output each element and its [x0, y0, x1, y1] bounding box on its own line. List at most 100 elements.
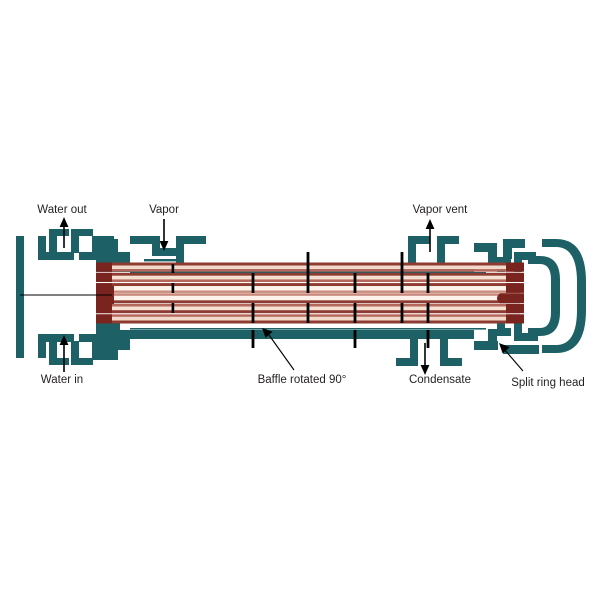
- baffle-b2-shell: [353, 330, 357, 348]
- shell-flange-left-bottom: [118, 330, 130, 350]
- cond-nozzle-flange-left: [396, 358, 418, 366]
- shell-end-flange-top-c: [503, 239, 525, 248]
- tube-4-wall-bottom: [96, 300, 520, 304]
- vapor-nozzle-flange-right: [176, 236, 206, 244]
- label-water-out: Water out: [37, 204, 87, 216]
- tube-1-cap-left: [96, 262, 112, 272]
- leader-lines: [262, 328, 524, 372]
- baffle-t2-c: [306, 303, 310, 313]
- cond-nozzle-wall-left: [410, 339, 418, 365]
- channel-cover-plate: [16, 236, 24, 358]
- shell-end-flange-top-b: [488, 243, 497, 265]
- baffle-b1-c: [251, 303, 255, 313]
- shell-end-flange-top-a: [474, 243, 496, 252]
- baffle-t3-c: [400, 303, 404, 313]
- tubesheet-flange-bot-c: [106, 338, 114, 360]
- shell-end-flange-top-d: [503, 239, 512, 259]
- baffle-t3-b: [400, 283, 404, 293]
- split-ring-bot-d: [514, 333, 538, 341]
- flow-arrows: [59, 217, 435, 375]
- nozzle-water-in-right-wall: [71, 341, 79, 365]
- impingement-plate: [144, 259, 184, 262]
- tube-6-cap-right: [506, 314, 524, 324]
- vapor-nozzle-flange-left: [130, 236, 160, 244]
- tube-2-cap-right: [506, 272, 524, 282]
- baffle-t1-upper: [171, 264, 175, 273]
- tubesheet-flange-bot-a: [92, 338, 100, 360]
- tube-2-cap-left: [96, 272, 112, 282]
- tube-5-cap-left: [96, 304, 112, 314]
- label-vapor: Vapor: [149, 204, 179, 216]
- split-ring-bot-c: [514, 321, 522, 341]
- tube-4-bore: [96, 295, 520, 301]
- split-ring-top-d: [514, 252, 536, 260]
- tube-3-cap-right: [506, 283, 524, 293]
- baffle-b1-d: [251, 313, 255, 323]
- baffle-t2-a: [306, 273, 310, 283]
- baffle-t2-d: [306, 313, 310, 323]
- vent-nozzle-flange-right: [437, 236, 459, 244]
- baffle-b2-d: [353, 313, 357, 323]
- vent-nozzle-wall-right: [437, 236, 445, 264]
- baffle-b3-b: [426, 283, 430, 293]
- baffle-t1-low: [171, 303, 175, 313]
- baffle-t2-shell: [306, 252, 310, 273]
- baffle-b1-shell: [251, 330, 255, 348]
- baffle-t1-mid: [171, 283, 175, 293]
- tube-5-cap-right: [506, 304, 524, 314]
- vapor-arrow-head: [159, 241, 169, 251]
- label-baffle: Baffle rotated 90°: [258, 374, 347, 386]
- shell-end-flange-bot-c: [503, 345, 539, 354]
- shell-inner-line-bottom: [130, 328, 486, 330]
- split-ring-leader-head: [499, 343, 510, 354]
- baffle-b3-d: [426, 313, 430, 323]
- baffle-b3-shell: [426, 330, 430, 348]
- nozzle-water-in-flange-r: [71, 358, 93, 365]
- baffle-t3-d: [400, 313, 404, 323]
- label-vapor-vent: Vapor vent: [413, 204, 469, 216]
- baffle-leader-head: [262, 328, 273, 338]
- tube-4-return-bend-right: [497, 293, 524, 304]
- vapor-nozzle-saddle-left: [152, 248, 178, 256]
- vapor-nozzle-wall-left: [152, 236, 160, 256]
- tube-4-wall-top: [96, 293, 520, 296]
- tube-1-cap-right: [506, 262, 524, 272]
- baffle-t3-shell: [400, 252, 404, 273]
- nozzle-water-in-left-wall: [49, 341, 57, 365]
- split-ring-head-outer: [542, 239, 586, 353]
- tubesheet-flange-bot-b: [92, 352, 114, 360]
- vent-nozzle-wall-left: [408, 236, 416, 264]
- label-split-ring-head: Split ring head: [511, 377, 585, 389]
- tube-6-cap-left: [96, 314, 112, 324]
- vapor-vent-arrow-head: [425, 219, 435, 229]
- baffles: [171, 252, 430, 348]
- baffle-b2-a: [353, 273, 357, 283]
- floating-head-bonnet: [528, 256, 560, 336]
- baffle-b3-c: [426, 303, 430, 313]
- split-ring-top-c: [514, 252, 522, 272]
- shell-end-flange-bot-a: [474, 341, 498, 350]
- split-ring-leader-line: [503, 348, 524, 372]
- nozzle-water-in-flange-l: [49, 358, 69, 365]
- shell-wall-bottom: [118, 330, 474, 339]
- label-condensate: Condensate: [409, 374, 471, 386]
- nozzle-water-out-right-wall: [71, 229, 79, 253]
- nozzle-water-out-flange-r: [71, 229, 93, 236]
- vent-nozzle-flange-left: [408, 236, 430, 244]
- baffle-t3-a: [400, 273, 404, 283]
- flange-left-top-a: [38, 236, 46, 260]
- water-in-arrow-head: [59, 335, 69, 345]
- nozzle-water-out-left-wall: [49, 229, 57, 253]
- shell-end-flange-bot-b: [488, 329, 497, 350]
- baffle-leader-line: [268, 334, 295, 371]
- split-ring-bot-b: [497, 321, 505, 333]
- flange-left-bot-b: [38, 334, 74, 342]
- baffle-t2-b: [306, 283, 310, 293]
- vapor-nozzle-wall-right: [176, 236, 184, 264]
- labels: Water out Vapor Vapor vent Water in Baff…: [37, 204, 584, 389]
- channel-bottom-wall-a: [79, 334, 97, 342]
- baffle-b1-a: [251, 273, 255, 283]
- water-out-arrow-head: [59, 217, 69, 227]
